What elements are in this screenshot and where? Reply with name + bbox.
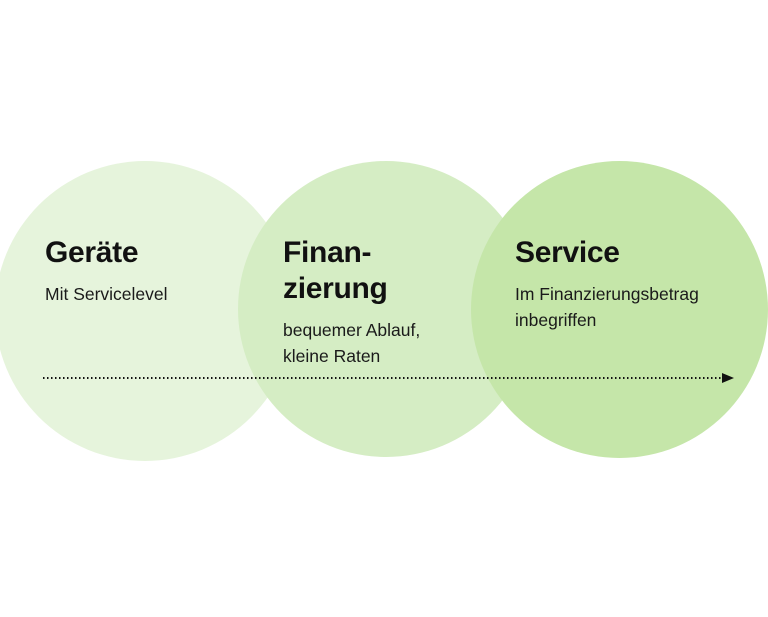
step-service: Service Im Finanzierungsbetrag inbegriff…: [515, 235, 699, 333]
step-title: Service: [515, 236, 620, 269]
step-subtitle: Im Finanzierungsbetrag inbegriffen: [515, 284, 699, 330]
step-geraete: Geräte Mit Servicelevel: [45, 235, 168, 307]
step-title: Geräte: [45, 236, 139, 269]
step-title: Finan- zierung: [283, 236, 388, 305]
step-subtitle: bequemer Ablauf, kleine Raten: [283, 320, 421, 366]
step-finanzierung: Finan- zierung bequemer Ablauf, kleine R…: [283, 235, 420, 369]
step-circle-service: [471, 161, 768, 458]
step-subtitle: Mit Servicelevel: [45, 284, 168, 304]
